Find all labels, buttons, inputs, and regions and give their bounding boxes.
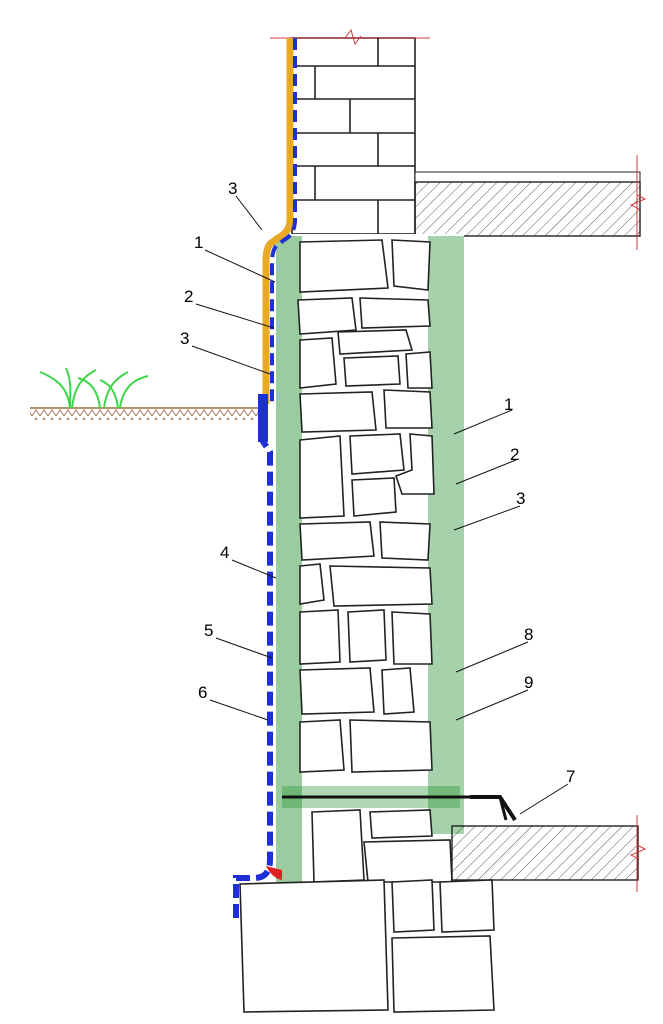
waterproofing-system <box>233 38 297 918</box>
callout-4: 4 <box>220 543 229 562</box>
callout-6: 6 <box>198 683 207 702</box>
callout-5: 5 <box>204 621 213 640</box>
penetrating-layer-inner <box>428 236 464 834</box>
membrane-upper <box>270 38 297 404</box>
callout-3-left: 3 <box>180 329 189 348</box>
protective-layer-upper <box>262 38 294 404</box>
callout-1-left: 1 <box>194 233 203 252</box>
callout-7: 7 <box>566 767 575 786</box>
grass <box>39 367 149 409</box>
membrane-lower <box>233 394 273 918</box>
ground-surface <box>30 367 258 420</box>
callouts: 3 1 2 3 4 5 6 1 2 3 8 9 7 <box>180 179 575 786</box>
leader-lines <box>191 195 569 815</box>
callout-2-right: 2 <box>510 445 519 464</box>
callout-1-right: 1 <box>504 395 513 414</box>
footing <box>239 879 495 1013</box>
callout-3-right: 3 <box>516 489 525 508</box>
callout-8: 8 <box>524 625 533 644</box>
upper-floor-slab <box>414 155 647 250</box>
callout-9: 9 <box>524 673 533 692</box>
lower-floor-slab <box>451 815 647 892</box>
stone-wall <box>276 234 517 884</box>
callout-3-top: 3 <box>228 179 237 198</box>
brick-wall <box>270 28 430 235</box>
penetrating-layer-outer <box>276 236 302 882</box>
sealant-fillet <box>266 866 282 880</box>
callout-2-left: 2 <box>184 287 193 306</box>
